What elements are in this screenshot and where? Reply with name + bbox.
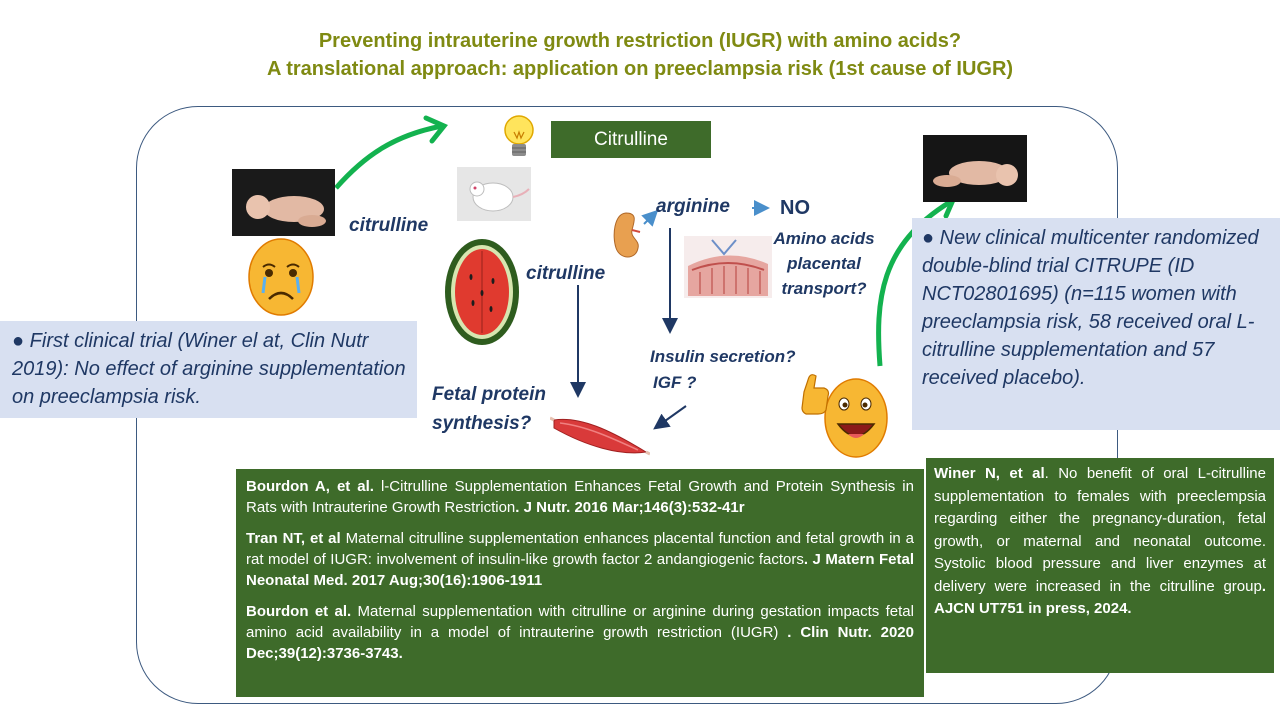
reference-authors: Tran NT, et al xyxy=(246,530,341,547)
citrulline-label-mid: citrulline xyxy=(526,263,606,284)
rat-photo xyxy=(457,167,531,221)
bullet-icon: ● xyxy=(12,330,25,352)
thumbs-up-emoji-icon xyxy=(801,374,888,458)
first-trial-note: ● First clinical trial (Winer el at, Cli… xyxy=(0,321,417,418)
reference-title: Maternal supplementation with citrulline… xyxy=(246,603,914,641)
fetal-line-2: synthesis? xyxy=(432,413,532,434)
insulin-line-1: Insulin secretion? xyxy=(650,347,796,366)
result-authors: Winer N, et al xyxy=(934,465,1045,482)
reference-authors: Bourdon A, et al. xyxy=(246,478,374,495)
reference-authors: Bourdon et al. xyxy=(246,603,352,620)
kidney-arrow xyxy=(641,209,659,227)
citrupe-trial-note: ● New clinical multicenter randomized do… xyxy=(912,218,1280,430)
bullet-icon: ● xyxy=(922,227,935,249)
transport-line-2: placental xyxy=(787,254,861,273)
baby-photo-left xyxy=(232,169,335,236)
first-trial-text: First clinical trial (Winer el at, Clin … xyxy=(12,330,406,408)
reference-title: Maternal citrulline supplementation enha… xyxy=(246,530,914,568)
kidney-icon xyxy=(613,212,641,258)
transport-line-1: Amino acids xyxy=(773,229,875,248)
transport-line-3: transport? xyxy=(781,279,867,298)
green-arrow-left xyxy=(334,123,443,190)
arginine-label: arginine xyxy=(656,196,730,217)
insulin-to-muscle-arrow xyxy=(653,405,687,430)
placenta-illustration xyxy=(684,236,772,298)
fetal-protein-label: Fetal protein synthesis? xyxy=(432,380,546,438)
references-box: Bourdon A, et al. l-Citrulline Supplemen… xyxy=(236,469,924,697)
placental-transport-label: Amino acids placental transport? xyxy=(772,226,876,301)
reference-source: . J Nutr. 2016 Mar;146(3):532-41r xyxy=(515,499,745,516)
crying-emoji-icon xyxy=(248,238,314,316)
reference-source: . Clin Nutr. 2020 Dec;39(12):3736-3743. xyxy=(246,624,914,662)
muscle-icon xyxy=(550,416,650,456)
citrulline-badge: Citrulline xyxy=(551,121,711,158)
lightbulb-icon xyxy=(504,115,534,156)
fetal-line-1: Fetal protein xyxy=(432,384,547,405)
insulin-label: Insulin secretion? IGF ? xyxy=(650,344,795,396)
citrulline-label-left: citrulline xyxy=(349,215,429,236)
citrupe-trial-text: New clinical multicenter randomized doub… xyxy=(922,227,1259,389)
baby-photo-right xyxy=(923,135,1027,202)
reference-item: Bourdon A, et al. l-Citrulline Supplemen… xyxy=(246,476,914,518)
reference-source: . J Matern Fetal Neonatal Med. 2017 Aug;… xyxy=(246,551,915,589)
green-arrowhead-left xyxy=(423,115,448,144)
reference-item: Tran NT, et al Maternal citrulline suppl… xyxy=(246,528,914,591)
result-text: . No benefit of oral L-citrulline supple… xyxy=(934,465,1266,595)
title-line-1: Preventing intrauterine growth restricti… xyxy=(318,30,962,52)
watermelon-icon xyxy=(445,239,519,345)
result-box: Winer N, et al. No benefit of oral L-cit… xyxy=(926,458,1274,673)
insulin-line-2: IGF ? xyxy=(653,373,697,392)
no-label: NO xyxy=(780,197,810,219)
title-line-2: A translational approach: application on… xyxy=(266,58,1014,80)
reference-item: Bourdon et al. Maternal supplementation … xyxy=(246,601,914,664)
reference-title: l-Citrulline Supplementation Enhances Fe… xyxy=(246,478,914,516)
result-source: . AJCN UT751 in press, 2024. xyxy=(934,577,1266,618)
